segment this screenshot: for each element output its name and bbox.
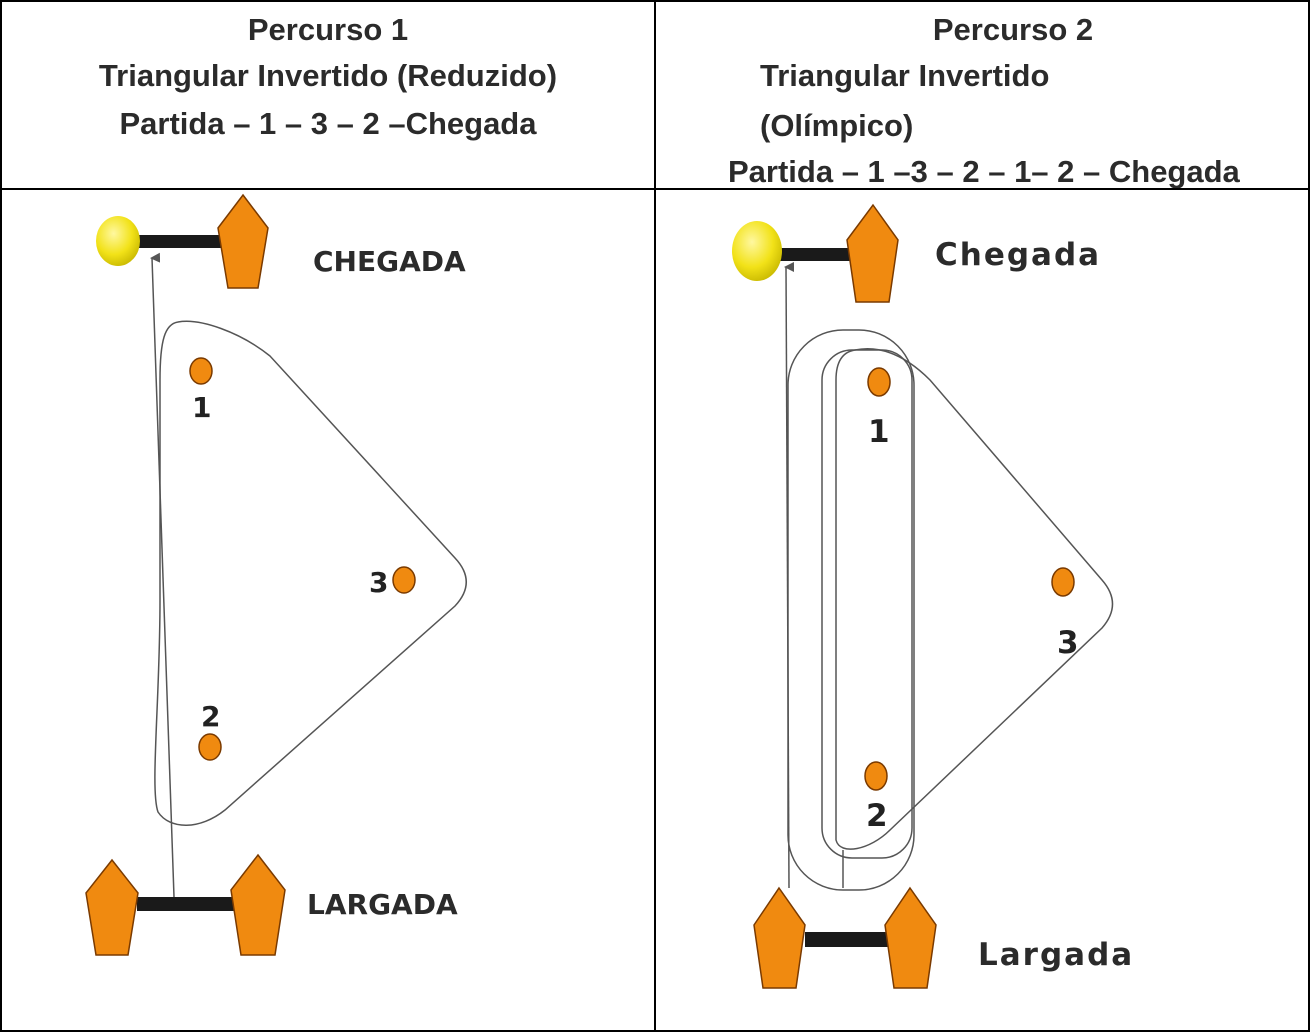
start-boat-right-icon: [230, 853, 286, 956]
course1-title: Percurso 1: [247, 12, 409, 47]
course2-title: Percurso 2: [932, 12, 1094, 47]
finish-bar: [135, 235, 225, 248]
finish-ball-icon: [96, 216, 140, 266]
start-bar: [805, 932, 890, 947]
course1-mark-2-label: 2: [201, 700, 220, 733]
finish-boat-icon: [846, 203, 899, 303]
course2-subtitle-line1: Triangular Invertido: [760, 58, 1050, 93]
course1-mark-1-icon: [189, 357, 213, 385]
course1-route: Partida – 1 – 3 – 2 –Chegada: [119, 106, 537, 141]
course1-finish-label: CHEGADA: [313, 245, 466, 278]
course2-outer-loop: [787, 329, 915, 891]
course2-mark-1-icon: [867, 367, 891, 397]
course1-start-finish-arrow: [150, 252, 175, 898]
course1-diagram: CHEGADA 1 3 2 LARGADA: [85, 193, 467, 956]
course1-mark-1-label: 1: [192, 391, 211, 424]
course1-mark-3-label: 3: [369, 566, 388, 599]
course2-diagram: Chegada 1 3 2 Largada: [732, 203, 1134, 989]
course2-header: Percurso 2 Triangular Invertido (Olímpic…: [656, 6, 1310, 189]
course1-start-line: [85, 853, 286, 956]
course1-route-loop: [154, 320, 467, 826]
course2-triangle-loop: [835, 348, 1114, 850]
start-bar: [137, 897, 237, 911]
course2-subtitle-line2: (Olímpico): [760, 108, 914, 143]
course2-finish-line: [732, 203, 899, 303]
finish-ball-icon: [732, 221, 782, 281]
course2-route: Partida – 1 –3 – 2 – 1– 2 – Chegada: [728, 154, 1240, 189]
course1-mark-3-icon: [392, 566, 416, 594]
course2-start-line: [753, 886, 937, 989]
finish-boat-icon: [217, 193, 269, 289]
course2-mark-2-icon: [864, 761, 888, 791]
course1-finish-line: [96, 193, 269, 289]
start-boat-right-icon: [884, 886, 937, 989]
course1-header: Percurso 1 Triangular Invertido (Reduzid…: [2, 6, 654, 186]
course2-mark-1-label: 1: [868, 414, 890, 450]
course1-mark-2-icon: [198, 733, 222, 761]
course1-subtitle: Triangular Invertido (Reduzido): [98, 58, 558, 93]
course2-finish-label: Chegada: [935, 237, 1101, 273]
course2-mark-3-icon: [1051, 567, 1075, 597]
course2-inner-loop: [821, 349, 913, 859]
start-boat-left-icon: [753, 886, 806, 989]
course2-mark-3-label: 3: [1057, 625, 1079, 661]
start-boat-left-icon: [85, 858, 139, 956]
course1-start-label: LARGADA: [307, 888, 458, 921]
course2-mark-2-label: 2: [866, 798, 888, 834]
course2-start-label: Largada: [978, 937, 1134, 973]
finish-bar: [772, 248, 854, 261]
